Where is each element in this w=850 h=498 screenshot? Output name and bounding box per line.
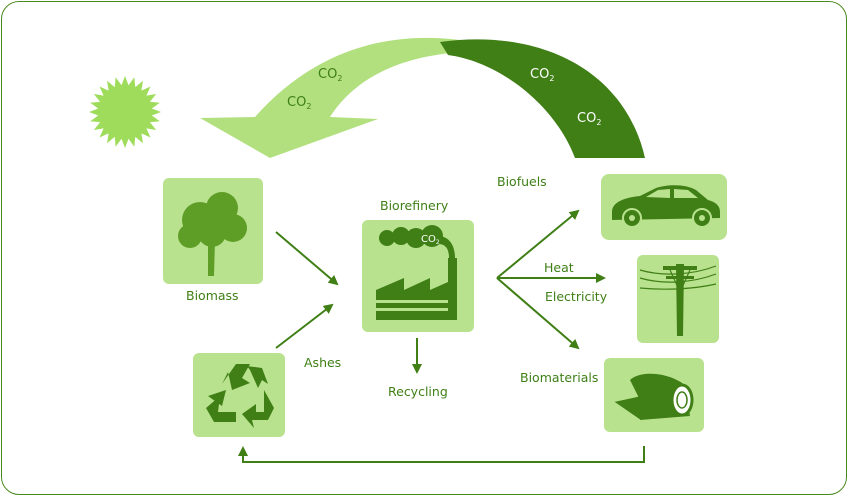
- biomaterials-arrow: [496, 277, 580, 350]
- biomass-label: Biomass: [186, 288, 239, 303]
- sun-icon: [89, 76, 161, 148]
- ashes-to-biorefinery-arrow: [275, 303, 334, 349]
- co2-label-dark-1: CO2: [530, 67, 554, 83]
- co2-arc-dark: [440, 39, 645, 158]
- return-path-arrow: [238, 446, 645, 463]
- ashes-label: Ashes: [304, 355, 341, 370]
- heat-label: Heat: [544, 260, 574, 275]
- car-icon: [612, 185, 720, 228]
- recycling-label: Recycling: [388, 384, 448, 399]
- material-roll-icon: [613, 373, 694, 421]
- biofuels-label: Biofuels: [497, 174, 547, 189]
- biofuels-arrow: [496, 209, 580, 279]
- tree-icon: [178, 192, 247, 276]
- biomass-to-biorefinery-arrow: [275, 231, 339, 286]
- recycle-icon: [206, 364, 274, 428]
- biorefinery-label: Biorefinery: [380, 198, 449, 213]
- co2-arc-light: [200, 37, 500, 158]
- factory-co2-label: CO2: [421, 234, 440, 246]
- electricity-label: Electricity: [545, 289, 608, 304]
- power-pole-icon: [639, 264, 717, 336]
- biomaterials-label: Biomaterials: [520, 370, 598, 385]
- co2-label-light-1: CO2: [318, 67, 342, 83]
- co2-label-dark-2: CO2: [577, 111, 601, 127]
- co2-label-light-2: CO2: [287, 95, 311, 111]
- factory-icon: CO2: [376, 225, 457, 320]
